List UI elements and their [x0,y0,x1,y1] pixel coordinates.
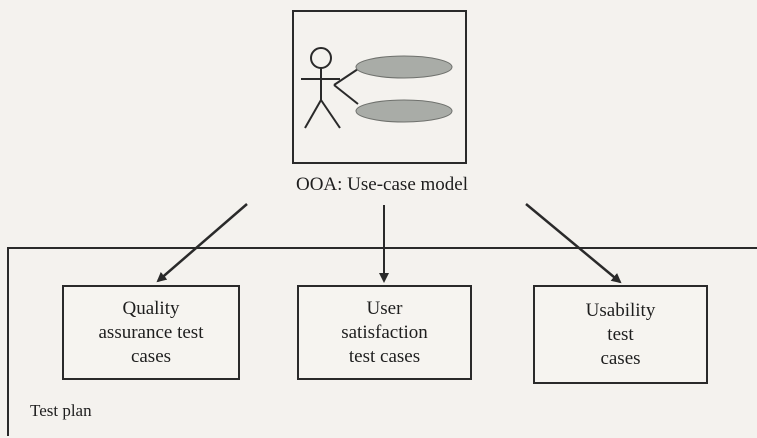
arrow-to-quality-assurance [156,203,248,283]
user-satisfaction-test-cases-label: User satisfaction test cases [341,297,428,367]
use-case-ellipse-icon [355,55,453,79]
quality-assurance-test-cases-label: Quality assurance test cases [98,297,204,367]
use-case-model-box [292,10,467,164]
usability-test-cases-box: Usability test cases [533,285,708,384]
usability-test-cases-label: Usability test cases [585,299,656,369]
arrow-to-usability [525,203,622,284]
use-case-model-caption: OOA: Use-case model [295,174,468,195]
quality-assurance-test-cases-box: Quality assurance test cases [62,285,240,380]
test-plan-frame [7,247,757,436]
test-plan-label: Test plan [30,401,92,420]
stick-figure-actor-icon [301,47,359,129]
user-satisfaction-test-cases-box: User satisfaction test cases [297,285,472,380]
use-case-ellipse-icon [355,99,453,123]
